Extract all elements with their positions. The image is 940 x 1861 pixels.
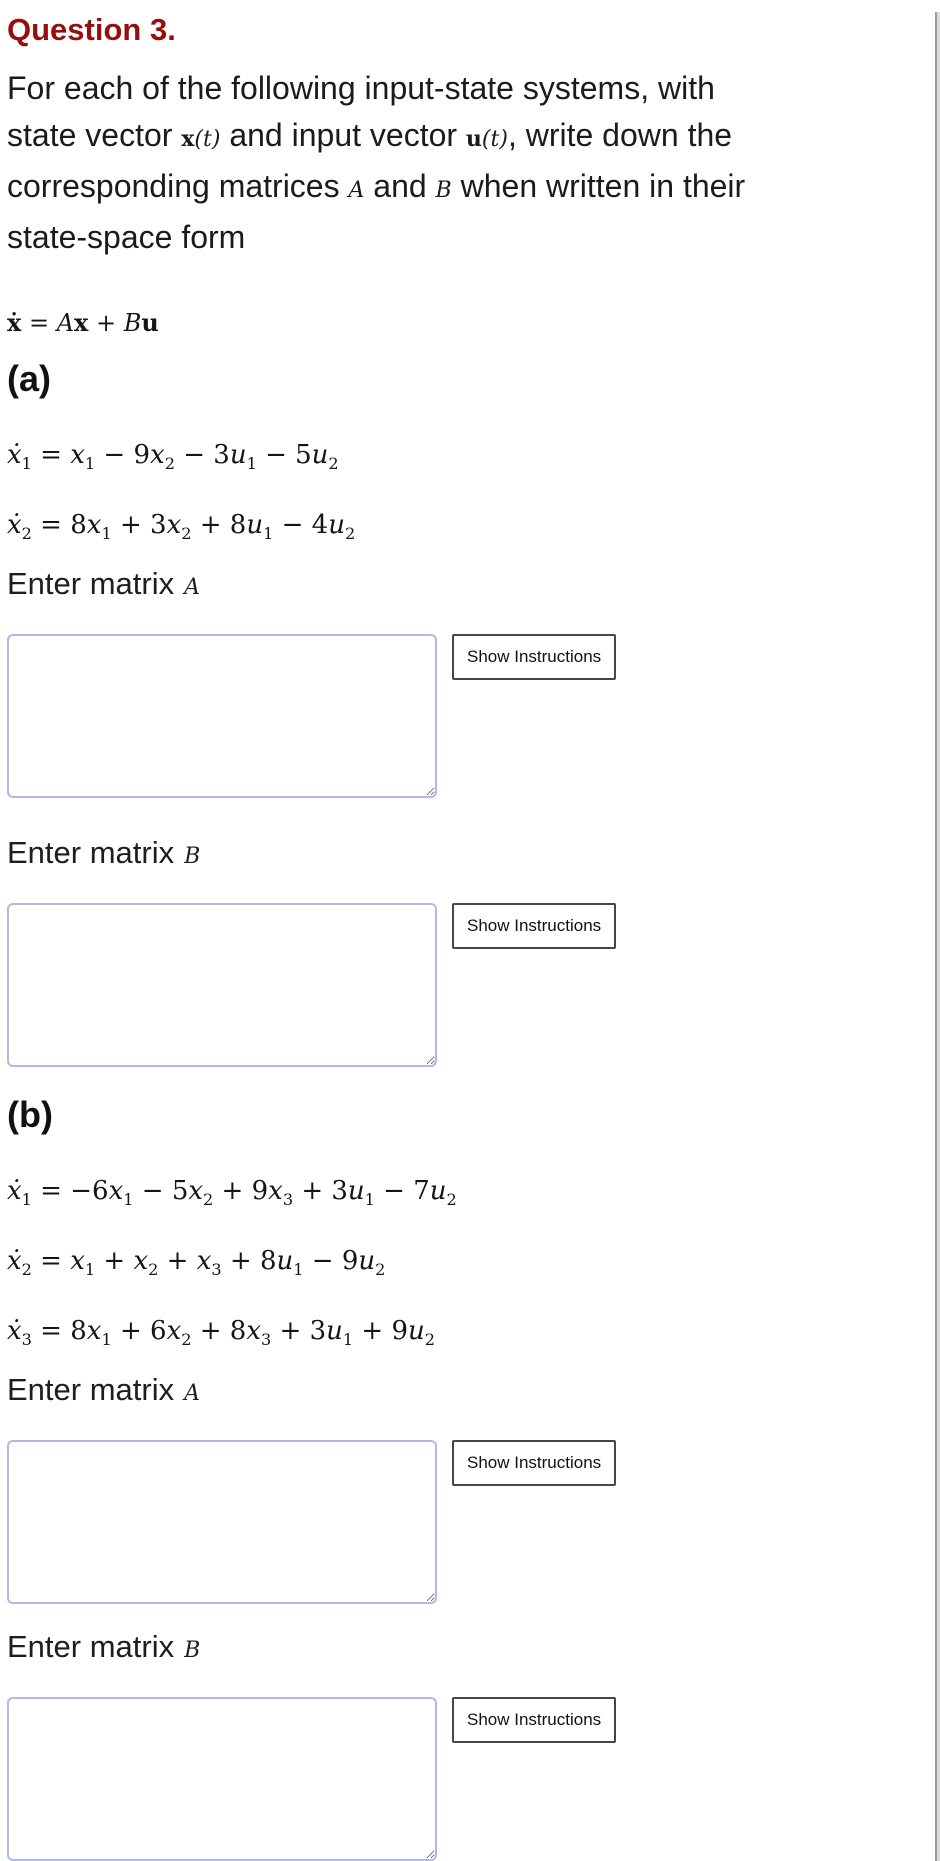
intro-paragraph: For each of the following input-state sy… (7, 65, 927, 261)
matrix-a-input-part-a[interactable] (7, 634, 437, 798)
show-instructions-button[interactable]: Show Instructions (452, 1440, 617, 1486)
matrix-b-input-part-b[interactable] (7, 1697, 437, 1861)
matrix-symbol: A (184, 575, 200, 600)
show-instructions-button[interactable]: Show Instructions (452, 903, 617, 949)
question-content: Question 3. For each of the following in… (0, 12, 927, 1861)
state-space-equation: ẋ = Ax + Bu (7, 308, 159, 338)
matrix-a-input-row-part-a: Show Instructions (7, 634, 927, 798)
matrix-b-input-row-part-a: Show Instructions (7, 903, 927, 1067)
matrix-a-input-part-b[interactable] (7, 1440, 437, 1604)
page-edge-divider (935, 12, 937, 1861)
show-instructions-button[interactable]: Show Instructions (452, 1697, 617, 1743)
intro-line: For each of the following input-state sy… (7, 70, 715, 106)
enter-matrix-a-heading-part-b: Enter matrix A (7, 1371, 927, 1413)
matrix-a-input-row-part-b: Show Instructions (7, 1440, 927, 1604)
question-title: Question 3. (7, 12, 176, 47)
part-a-equation-2: ẋ2 = 8x1 + 3x2 + 8u1 − 4u2 (7, 510, 356, 544)
enter-matrix-b-heading-part-a: Enter matrix B (7, 834, 927, 876)
enter-matrix-label: Enter matrix (7, 566, 175, 601)
part-b-equation-2: ẋ2 = x1 + x2 + x3 + 8u1 − 9u2 (7, 1246, 386, 1280)
enter-matrix-b-heading-part-b: Enter matrix B (7, 1628, 927, 1670)
intro-line: corresponding matrices A and B when writ… (7, 168, 746, 204)
matrix-symbol: B (184, 844, 201, 869)
part-b-label: (b) (7, 1094, 53, 1135)
show-instructions-button[interactable]: Show Instructions (452, 634, 617, 680)
intro-line: state vector x(t) and input vector u(t),… (7, 117, 733, 153)
part-b-equation-3: ẋ3 = 8x1 + 6x2 + 8x3 + 3u1 + 9u2 (7, 1316, 435, 1350)
part-a-label: (a) (7, 358, 51, 399)
matrix-symbol: B (184, 1638, 201, 1663)
part-b-equation-1: ẋ1 = −6x1 − 5x2 + 9x3 + 3u1 − 7u2 (7, 1176, 457, 1210)
enter-matrix-label: Enter matrix (7, 835, 175, 870)
matrix-symbol: A (184, 1381, 200, 1406)
enter-matrix-a-heading-part-a: Enter matrix A (7, 565, 927, 607)
part-a-equation-1: ẋ1 = x1 − 9x2 − 3u1 − 5u2 (7, 440, 339, 474)
scrollbar-track (937, 12, 940, 1861)
enter-matrix-label: Enter matrix (7, 1629, 175, 1664)
matrix-b-input-row-part-b: Show Instructions (7, 1697, 927, 1861)
enter-matrix-label: Enter matrix (7, 1372, 175, 1407)
matrix-b-input-part-a[interactable] (7, 903, 437, 1067)
intro-line: state-space form (7, 219, 246, 255)
